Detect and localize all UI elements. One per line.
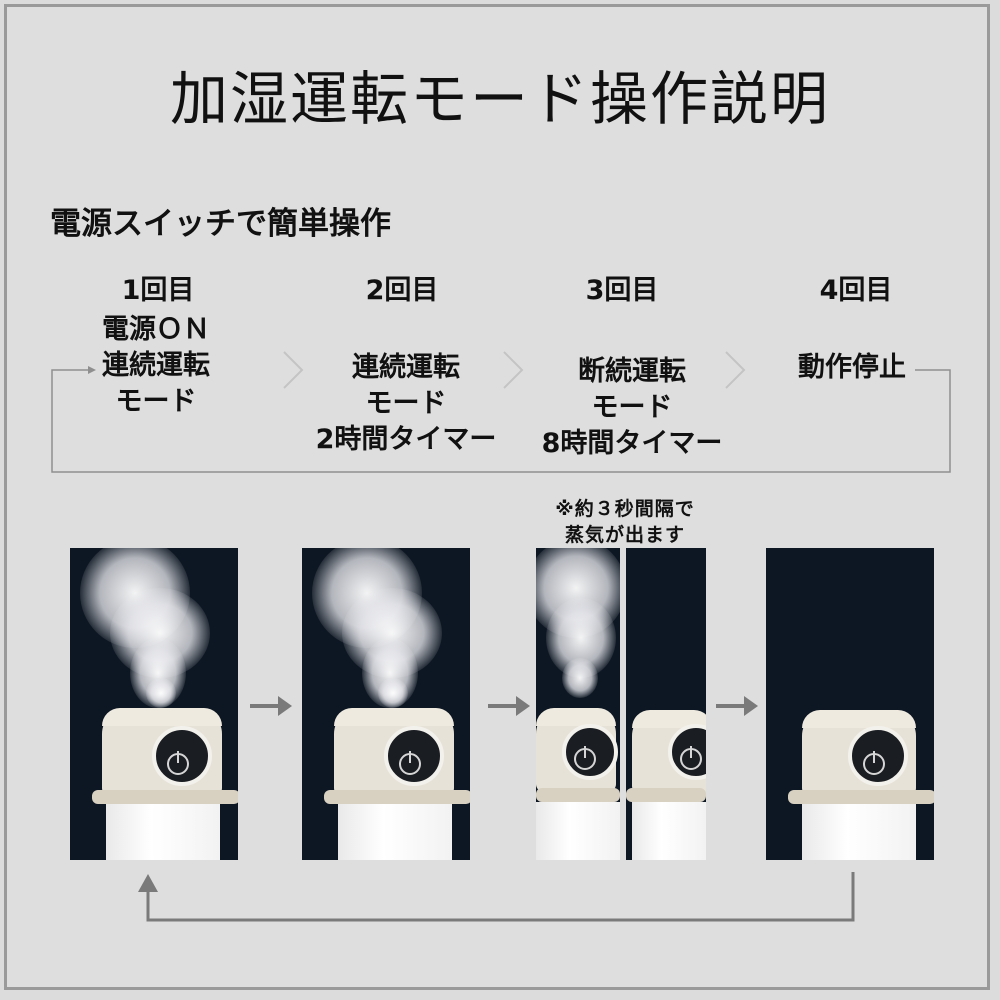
step-1-count: 1回目 <box>121 275 195 306</box>
chevron-1-icon <box>283 351 304 389</box>
base-ring <box>536 788 620 802</box>
water-tank <box>802 804 916 860</box>
step-3-count: 3回目 <box>585 275 659 306</box>
step-2-line-3: 2時間タイマー <box>315 424 497 455</box>
note-line-1: ※約３秒間隔で <box>555 498 695 520</box>
base-ring <box>324 790 470 804</box>
step-1-mode: 電源ＯＮ 連続運転 モード <box>46 312 266 420</box>
step-3-mode: 断続運転 モード 8時間タイマー <box>522 354 742 462</box>
note-line-2: 蒸気が出ます <box>564 524 685 546</box>
base-ring <box>626 788 706 802</box>
chevron-2-icon <box>503 351 524 389</box>
step-2-line-2: モード <box>365 388 447 419</box>
steam-cloud <box>378 678 408 708</box>
step-1-line-1: 電源ＯＮ <box>102 314 210 345</box>
subtitle: 電源スイッチで簡単操作 <box>50 206 391 242</box>
step-3-line-1: 断続運転 <box>578 356 686 387</box>
arrow-right-1-icon <box>250 696 292 716</box>
step-3-line-2: モード <box>591 392 673 423</box>
power-icon <box>574 746 596 770</box>
water-tank <box>536 802 620 860</box>
power-icon <box>167 751 189 775</box>
humidifier-panel-3a <box>536 548 620 860</box>
bottom-return-arrowhead-icon <box>138 874 158 892</box>
control-panel <box>562 724 618 780</box>
base-ring <box>92 790 238 804</box>
step-2-count: 2回目 <box>365 275 439 306</box>
top-loop-arrowhead-icon <box>88 366 96 374</box>
humidifier-panel-4 <box>766 548 934 860</box>
steam-cloud <box>146 678 176 708</box>
power-icon <box>680 746 702 770</box>
page-title: 加湿運転モード操作説明 <box>169 65 830 133</box>
step-2-line-1: 連続運転 <box>352 352 460 383</box>
water-tank <box>338 804 452 860</box>
chevron-3-icon <box>725 351 746 389</box>
humidifier-panel-2 <box>302 548 470 860</box>
power-icon <box>399 751 421 775</box>
step-1-line-3: モード <box>115 386 197 417</box>
humidifier-panel-1 <box>70 548 238 860</box>
arrow-right-2-icon <box>488 696 530 716</box>
power-icon <box>863 751 885 775</box>
interval-note: ※約３秒間隔で 蒸気が出ます <box>520 496 730 548</box>
humidifier-panel-3b <box>626 548 706 860</box>
step-2-mode: 連続運転 モード 2時間タイマー <box>296 350 516 458</box>
step-4-line-1: 動作停止 <box>798 352 906 383</box>
water-tank <box>632 802 706 860</box>
steam-cloud <box>562 658 598 698</box>
control-panel <box>384 726 444 786</box>
arrow-right-3-icon <box>716 696 758 716</box>
base-ring <box>788 790 934 804</box>
step-3-line-3: 8時間タイマー <box>541 428 723 459</box>
water-tank <box>106 804 220 860</box>
step-4-count: 4回目 <box>819 275 893 306</box>
step-4-mode: 動作停止 <box>742 350 962 386</box>
step-1-line-2: 連続運転 <box>102 350 210 381</box>
bottom-return-line <box>146 872 855 922</box>
top-loop-line <box>51 369 951 473</box>
